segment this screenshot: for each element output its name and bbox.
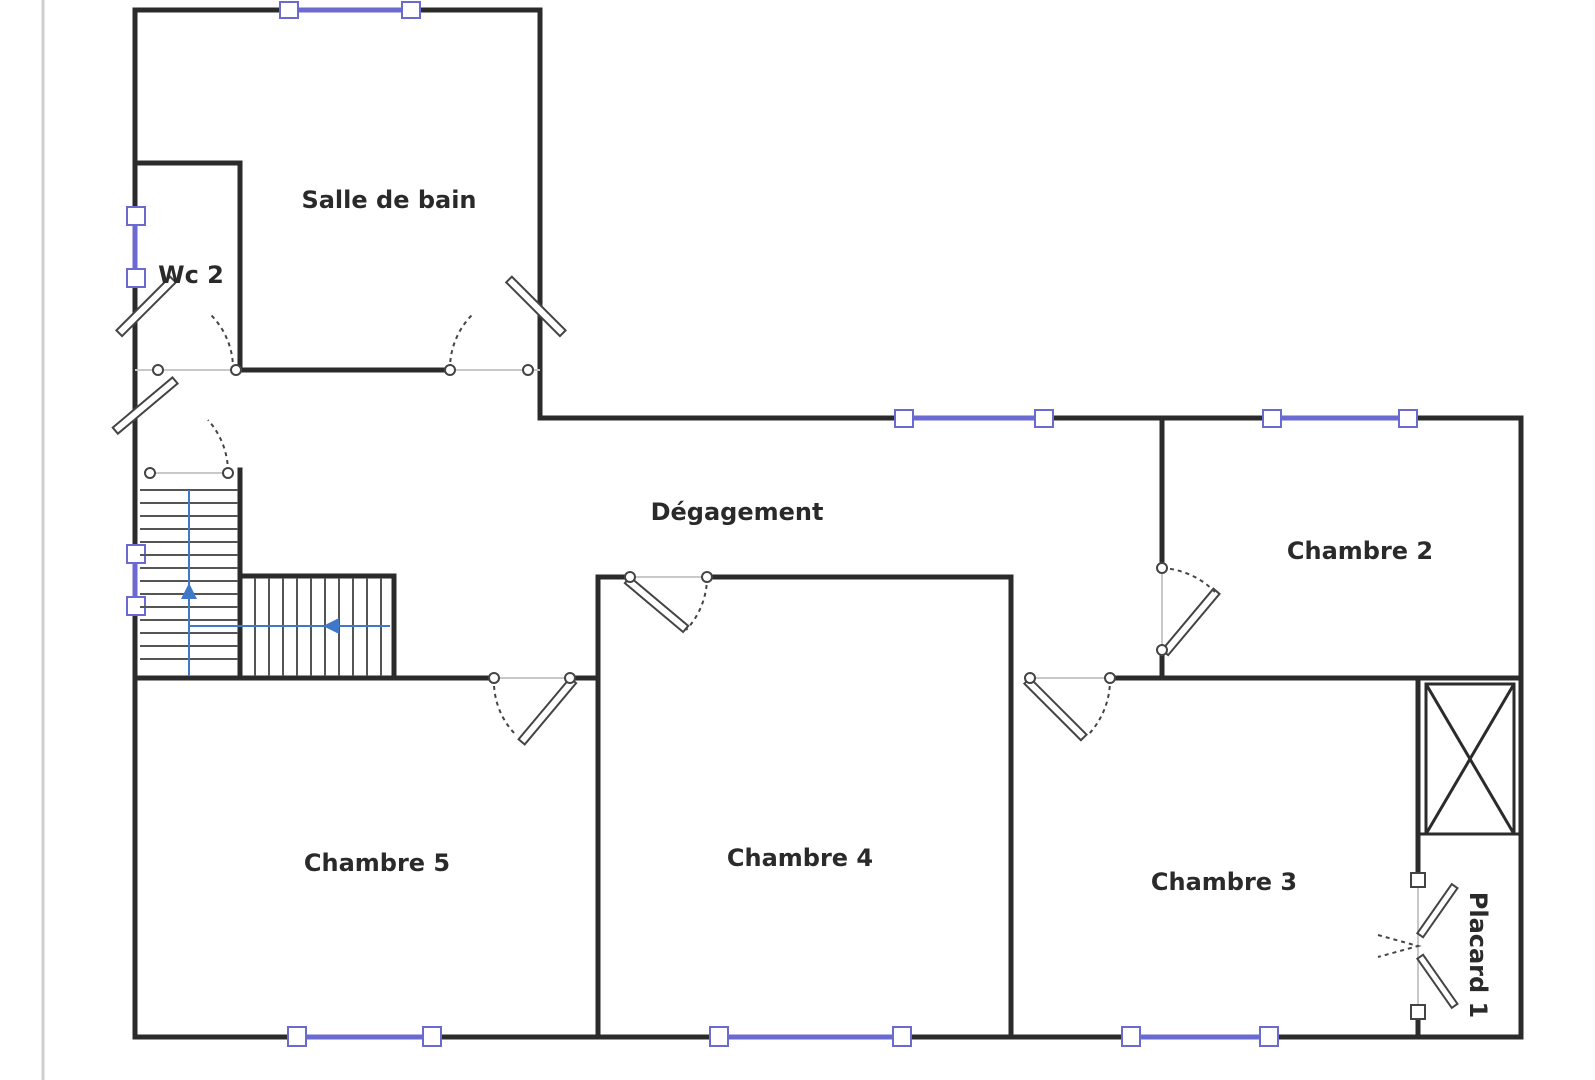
arrow-up-icon [181,583,197,599]
door-chambre4 [623,571,713,634]
room-label-wc2: Wc 2 [158,261,224,289]
door-chambre5 [488,672,578,746]
window-chambre2 [1262,409,1418,428]
exterior-wall [132,7,1524,1040]
walls [132,7,1524,1040]
door-thresholds [135,369,1419,1012]
placard-storage-box [1418,682,1521,836]
stairs [140,489,390,676]
room-label-salle-de-bain: Salle de bain [301,186,476,214]
door-chambre3 [1022,672,1116,742]
door-placard [1377,872,1459,1020]
doors [111,275,1459,1020]
window-chambre4 [709,1026,912,1047]
room-label-placard1: Placard 1 [1464,892,1492,1019]
room-label-chambre2: Chambre 2 [1287,537,1433,565]
window-top [279,1,421,19]
room-label-degagement: Dégagement [651,498,824,526]
door-salle-de-bain [444,275,568,376]
door-wc2 [114,275,242,376]
window-chambre5 [287,1026,442,1047]
window-chambre3 [1121,1026,1279,1047]
stairs-direction-arrow [181,490,390,676]
room-label-chambre4: Chambre 4 [727,844,873,872]
windows [126,1,1418,1047]
room-label-chambre3: Chambre 3 [1151,868,1297,896]
window-wc [126,206,146,288]
arrow-left-icon [323,618,339,634]
door-chambre2 [1156,562,1221,657]
door-stairs [111,376,234,479]
window-stairs [126,544,146,616]
window-corridor [894,409,1054,428]
room-label-chambre5: Chambre 5 [304,849,450,877]
